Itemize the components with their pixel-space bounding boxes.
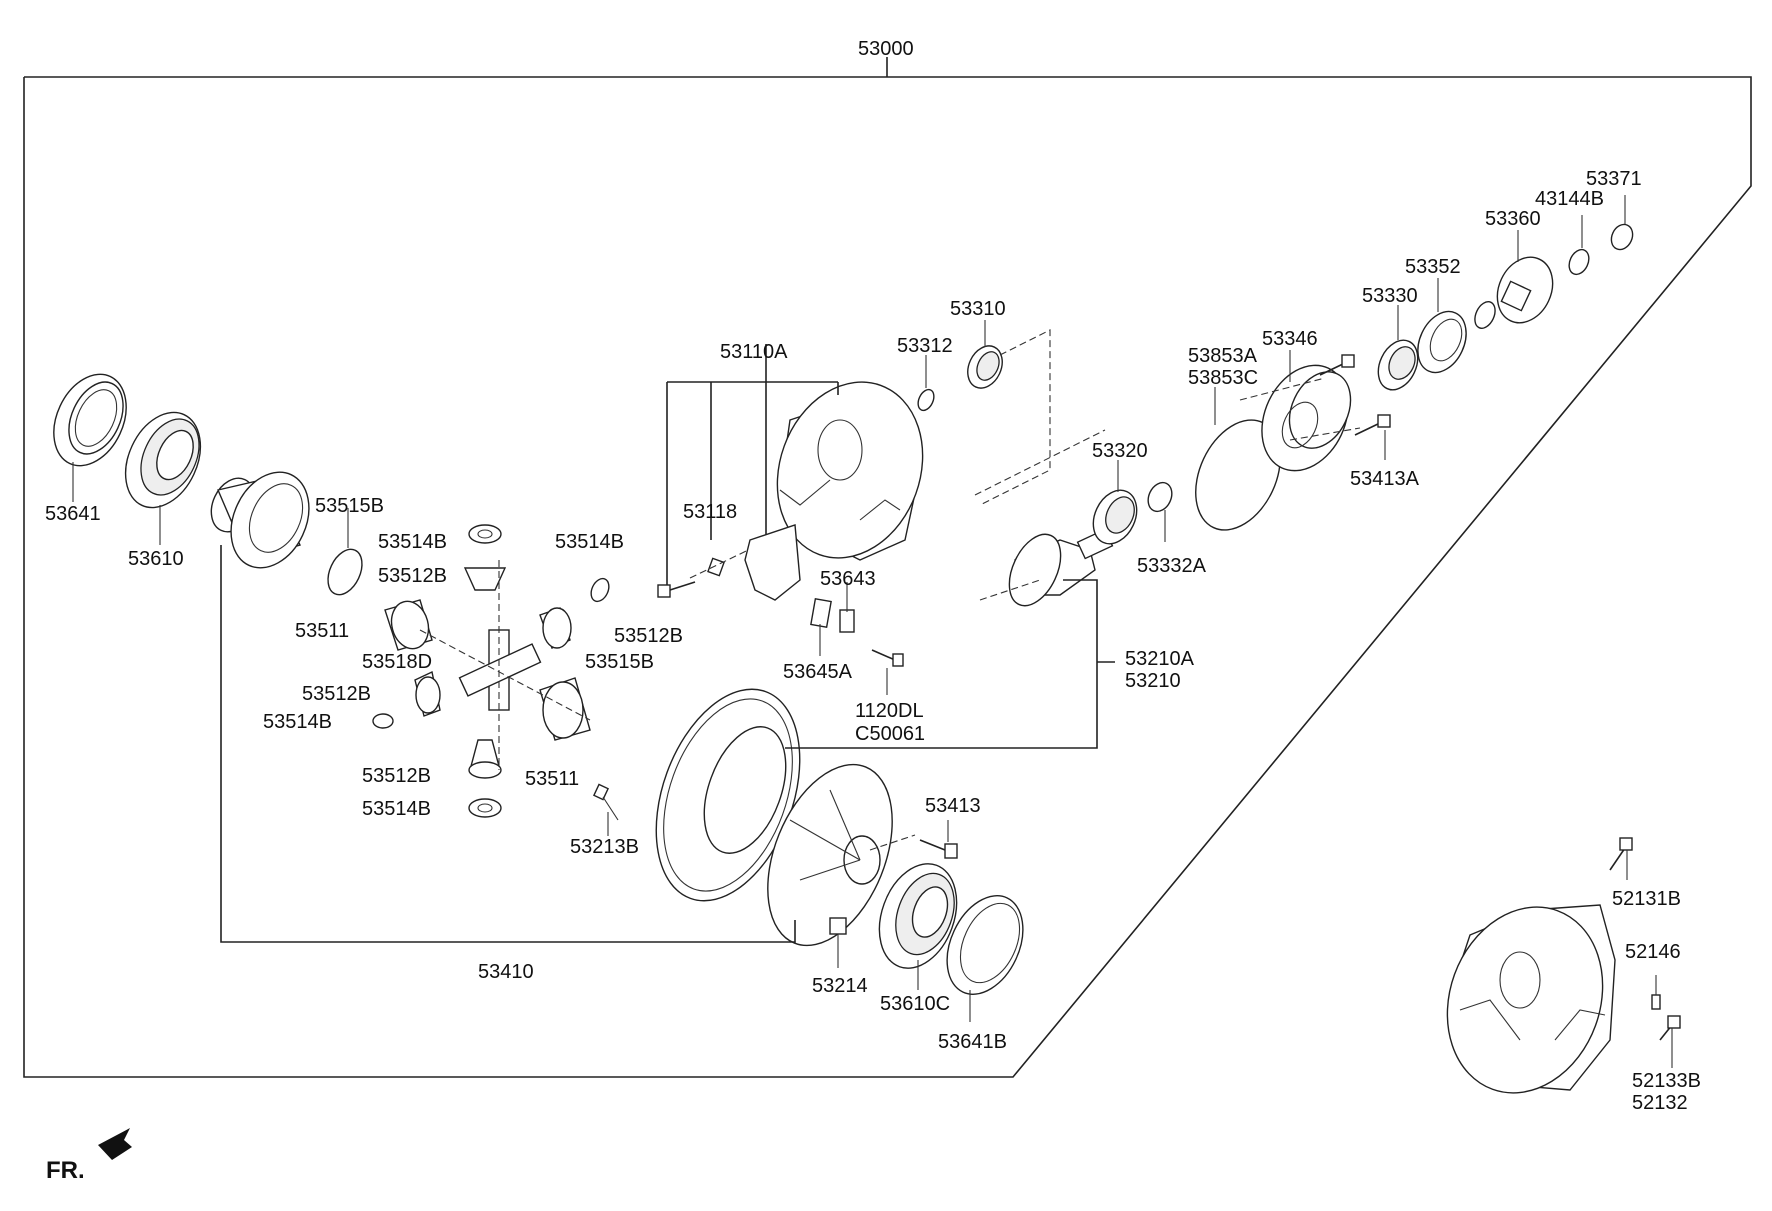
label-43144B[interactable]: 43144B (1535, 188, 1604, 210)
label-53512B[interactable]: 53512B (378, 565, 447, 587)
label-53413A[interactable]: 53413A (1350, 468, 1420, 490)
part-53413-bolt[interactable] (919, 839, 958, 859)
part-drive-pinion[interactable] (999, 526, 1114, 613)
front-direction-label: FR. (46, 1157, 85, 1184)
label-53413[interactable]: 53413 (925, 795, 981, 817)
label-53352[interactable]: 53352 (1405, 256, 1461, 278)
label-53346[interactable]: 53346 (1262, 328, 1318, 350)
part-53515B-thrust-washer[interactable] (321, 544, 368, 600)
label-53514B[interactable]: 53514B (263, 711, 332, 733)
part-53332A-spacer[interactable] (1144, 479, 1177, 515)
label-53000[interactable]: 53000 (858, 38, 914, 60)
label-53320[interactable]: 53320 (1092, 440, 1148, 462)
label-53210[interactable]: 53210 (1125, 670, 1181, 692)
part-53346-retainer[interactable] (1246, 351, 1365, 485)
part-53310-bearing[interactable] (961, 340, 1009, 393)
label-53371[interactable]: 53371 (1586, 168, 1642, 190)
label-53213B[interactable]: 53213B (570, 836, 639, 858)
label-52132[interactable]: 52132 (1632, 1092, 1688, 1114)
label-52146[interactable]: 52146 (1625, 941, 1681, 963)
label-53610C[interactable]: 53610C (880, 993, 950, 1015)
part-53641B-seal[interactable] (932, 884, 1038, 1007)
part-differential-gears[interactable] (372, 524, 612, 818)
label-53360[interactable]: 53360 (1485, 208, 1541, 230)
label-53610[interactable]: 53610 (128, 548, 184, 570)
part-53214-nut[interactable] (829, 917, 847, 935)
part-differential-case-half[interactable] (743, 746, 916, 963)
label-53330[interactable]: 53330 (1362, 285, 1418, 307)
part-52133B-bolt[interactable] (1659, 1015, 1681, 1041)
label-53214[interactable]: 53214 (812, 975, 868, 997)
label-53853C[interactable]: 53853C (1188, 367, 1258, 389)
label-53511[interactable]: 53511 (295, 620, 349, 642)
part-53518D-pinion-shaft[interactable] (458, 629, 542, 711)
part-53610C-bearing[interactable] (866, 853, 971, 979)
label-53514B[interactable]: 53514B (362, 798, 431, 820)
part-53641-seal[interactable] (40, 363, 140, 478)
label-53512B[interactable]: 53512B (614, 625, 683, 647)
part-1120DL-bolt[interactable] (871, 649, 904, 667)
label-53514B[interactable]: 53514B (555, 531, 624, 553)
part-53118-clip[interactable] (707, 557, 725, 577)
front-direction-arrow-icon (98, 1128, 132, 1160)
part-53118-bolt[interactable] (657, 581, 696, 598)
label-53210A[interactable]: 53210A (1125, 648, 1195, 670)
part-52146-pin[interactable] (1651, 994, 1661, 1010)
part-axle-housing[interactable] (1422, 885, 1628, 1115)
part-53352-oil-seal[interactable] (1409, 304, 1476, 381)
label-53118[interactable]: 53118 (683, 501, 737, 523)
part-o-ring[interactable] (1471, 299, 1499, 332)
label-52133B[interactable]: 52133B (1632, 1070, 1701, 1092)
label-53514B[interactable]: 53514B (378, 531, 447, 553)
label-53641[interactable]: 53641 (45, 503, 101, 525)
part-53213B-bolt[interactable] (593, 783, 619, 821)
part-53110A-carrier-housing[interactable] (753, 361, 946, 578)
label-53410[interactable]: 53410 (478, 961, 534, 983)
part-53413A-bolts[interactable] (1319, 354, 1391, 436)
part-53643-bracket[interactable] (839, 609, 855, 633)
part-53371-nut[interactable] (1607, 221, 1636, 253)
label-53310[interactable]: 53310 (950, 298, 1006, 320)
label-C50061[interactable]: C50061 (855, 723, 925, 745)
label-53312[interactable]: 53312 (897, 335, 953, 357)
part-53320-bearing[interactable] (1085, 483, 1145, 551)
label-53515B[interactable]: 53515B (585, 651, 654, 673)
part-52131B-stud[interactable] (1609, 837, 1633, 871)
label-53512B[interactable]: 53512B (362, 765, 431, 787)
label-53518D[interactable]: 53518D (362, 651, 432, 673)
part-53360-companion-flange[interactable] (1487, 248, 1563, 332)
part-differential-case[interactable] (203, 459, 324, 580)
part-53110A-shield[interactable] (744, 524, 801, 601)
label-53515B[interactable]: 53515B (315, 495, 384, 517)
label-52131B[interactable]: 52131B (1612, 888, 1681, 910)
label-53512B[interactable]: 53512B (302, 683, 371, 705)
label-53511[interactable]: 53511 (525, 768, 579, 790)
part-53312-snap-ring[interactable] (915, 387, 937, 413)
part-53330-bearing[interactable] (1371, 334, 1426, 396)
part-53645A-bracket[interactable] (810, 597, 832, 629)
label-1120DL[interactable]: 1120DL (855, 700, 924, 722)
label-53645A[interactable]: 53645A (783, 661, 853, 683)
label-53853A[interactable]: 53853A (1188, 345, 1258, 367)
part-53610-bearing[interactable] (111, 400, 215, 519)
part-ring-gear[interactable] (629, 669, 826, 920)
part-43144B-o-ring[interactable] (1565, 246, 1592, 277)
label-53641B[interactable]: 53641B (938, 1031, 1007, 1053)
assembly-boundary (23, 57, 1752, 1078)
label-53643[interactable]: 53643 (820, 568, 876, 590)
label-53332A[interactable]: 53332A (1137, 555, 1207, 577)
label-53110A[interactable]: 53110A (720, 341, 788, 363)
